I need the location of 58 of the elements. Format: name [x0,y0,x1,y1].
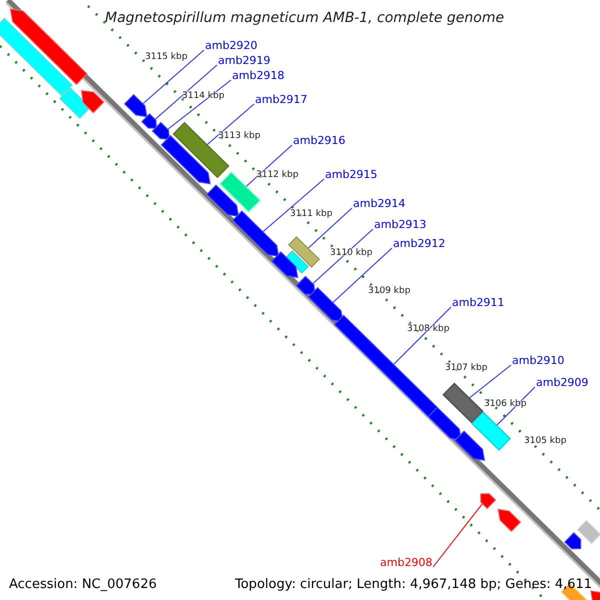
gene-feature [564,532,582,550]
gene-feature [497,508,522,532]
scale-label: 3113 kbp [218,132,260,141]
scale-label: 3115 kbp [145,53,188,62]
gene-feature [124,94,148,118]
scale-label: 3107 kbp [445,364,488,373]
leader-line [206,104,254,146]
accession-text: Accession: NC_007626 [9,578,157,591]
gene-feature [232,210,280,257]
leader-line [393,306,452,365]
gene-label: amb2909 [536,377,588,388]
gene-label: amb2910 [512,355,564,366]
gene-feature [576,520,600,544]
gene-feature [285,250,309,274]
scale-label: 3114 kbp [182,92,224,101]
scale-label: 3105 kbp [524,437,566,446]
gene-label: amb2916 [293,135,346,146]
gene-feature [454,430,486,461]
gene-feature [471,411,511,451]
gene-label: amb2911 [452,297,504,308]
gene-feature [206,184,240,217]
genome-summary-text: Topology: circular; Length: 4,967,148 bp; Genes: 4,611 [235,578,592,591]
gene-label: amb2908 [380,557,432,568]
gene-feature [10,8,88,86]
gene-feature [480,493,496,510]
leader-line [468,364,512,398]
gene-feature [152,122,170,140]
gene-feature [296,276,316,296]
gene-feature [0,18,73,96]
gene-feature [442,382,484,424]
gene-feature [141,113,157,129]
leader-line [332,248,392,304]
diagram-title: Magnetospirillum magneticum AMB-1, complete genome [105,11,504,25]
leader-line [245,144,292,188]
gene-label: amb2912 [393,238,446,249]
scale-label: 3111 kbp [290,210,332,219]
gene-label: amb2918 [232,70,284,81]
gene-label: amb2913 [374,219,426,230]
gene-label: amb2919 [218,55,270,66]
leader-line [496,386,536,426]
scale-label: 3109 kbp [368,287,410,296]
leader-line [142,50,204,104]
gene-feature [427,406,462,441]
gene-label: amb2917 [255,94,308,105]
gene-label: amb2915 [325,169,378,180]
scale-label: 3108 kbp [407,325,450,334]
gene-feature [160,134,211,184]
leader-line [308,208,352,249]
gene-feature [308,286,344,322]
gene-feature [80,90,105,114]
gene-feature [271,251,298,278]
leader-line [154,64,218,120]
gene-feature [288,236,320,268]
gene-label: amb2920 [205,40,258,51]
gene-feature [590,590,600,600]
leader-line [262,178,324,232]
gene-label: amb2914 [353,198,406,209]
leader-line [432,503,483,568]
